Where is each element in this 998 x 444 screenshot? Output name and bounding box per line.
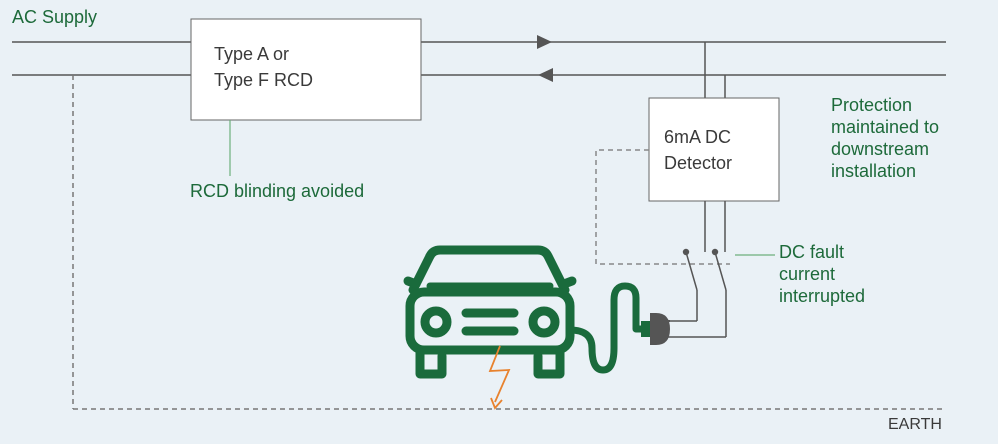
protection-line: downstream xyxy=(831,138,930,159)
protection-line: Protection xyxy=(831,95,913,115)
rcd-blinding-label: RCD blinding avoided xyxy=(190,181,365,201)
dc-fault-line: current xyxy=(779,263,836,284)
dc-fault-label: DC fault current interrupted xyxy=(779,242,865,308)
dc-fault-line: interrupted xyxy=(779,285,866,306)
rcd-box xyxy=(190,18,422,121)
dc-fault-line: DC fault xyxy=(779,242,845,262)
detector-sense-loop xyxy=(595,149,730,265)
charging-plug-icon xyxy=(641,313,670,345)
switch-arm-1 xyxy=(685,251,698,291)
protection-label: Protection maintained to downstream inst… xyxy=(831,95,939,183)
protection-line: installation xyxy=(831,160,917,181)
arrow-left-icon xyxy=(538,68,553,82)
earth-label: EARTH xyxy=(888,416,942,433)
rcd-label-line2: Type F RCD xyxy=(214,70,314,90)
electric-car-icon xyxy=(403,245,577,379)
lightning-fault-icon xyxy=(488,345,511,410)
charging-cable xyxy=(566,282,654,374)
detector-label-line2: Detector xyxy=(664,153,733,173)
protection-line: maintained to xyxy=(831,116,940,137)
rcd-label-line1: Type A or xyxy=(214,44,290,64)
detector-box xyxy=(648,97,780,202)
switch-arm-2 xyxy=(714,251,727,291)
detector-label-line1: 6mA DC xyxy=(664,127,732,147)
ac-supply-label: AC Supply xyxy=(12,7,98,27)
arrow-right-icon xyxy=(537,35,552,49)
